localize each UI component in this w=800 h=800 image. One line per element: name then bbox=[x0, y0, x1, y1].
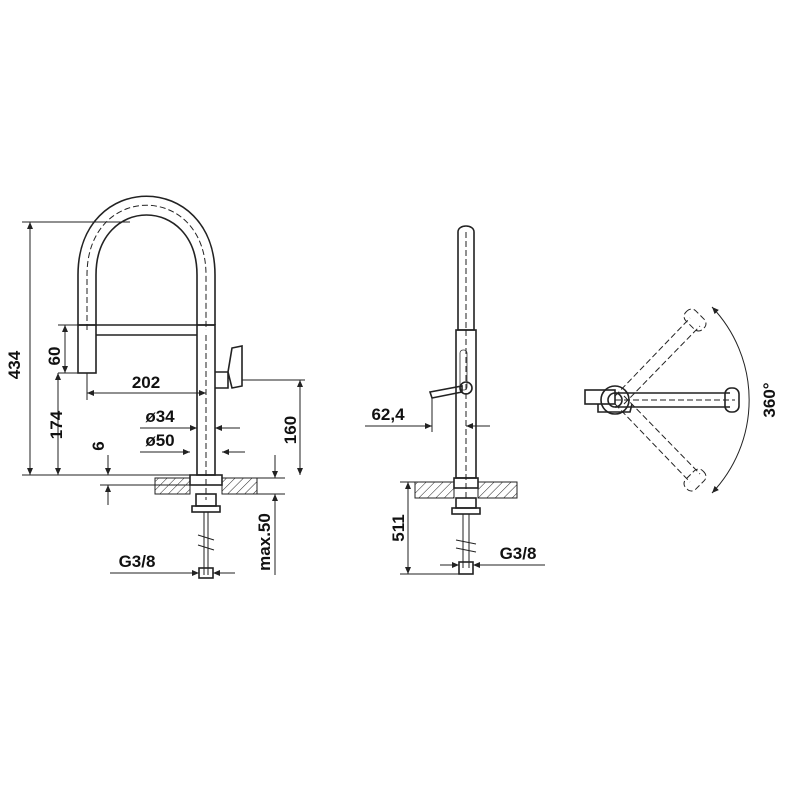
top-spout-rot-up-b bbox=[623, 325, 701, 405]
side-handle-slot bbox=[459, 349, 468, 391]
dim-202-label: 202 bbox=[132, 373, 160, 392]
side-view: 62,4 511 G3/8 bbox=[365, 225, 545, 575]
front-fixing-plate bbox=[191, 505, 221, 513]
side-thread-nut bbox=[458, 561, 474, 575]
front-lever bbox=[215, 345, 243, 389]
dim-60-label: 60 bbox=[45, 347, 64, 366]
top-lever-base bbox=[597, 403, 633, 413]
front-spray-head bbox=[77, 324, 97, 374]
dim-160-label: 160 bbox=[281, 416, 300, 444]
dim-6-label: 6 bbox=[89, 441, 108, 450]
dim-360-arc bbox=[711, 306, 750, 494]
front-thread-nut bbox=[198, 567, 214, 579]
dim-624-label: 62,4 bbox=[371, 405, 405, 424]
side-hose-break bbox=[455, 539, 477, 553]
dim-side-g38-label: G3/8 bbox=[500, 544, 537, 563]
side-lever-knob bbox=[459, 381, 473, 395]
top-spout-rot-up-a bbox=[614, 317, 691, 397]
front-spout-outer bbox=[77, 195, 216, 325]
top-spout-rot-down-a bbox=[623, 395, 701, 475]
side-fixing-plate bbox=[451, 507, 481, 515]
side-fixing-nut bbox=[455, 497, 477, 509]
side-lever bbox=[428, 385, 463, 399]
top-lever bbox=[584, 389, 616, 405]
top-spout-rot-down-b bbox=[614, 403, 691, 483]
dim-dia34-label: ø34 bbox=[145, 407, 175, 426]
side-worktop-right bbox=[477, 481, 518, 499]
top-spray-head-rot-up bbox=[683, 308, 707, 332]
top-spray-head bbox=[724, 387, 740, 413]
dim-max50-label: max.50 bbox=[255, 513, 274, 571]
dim-g38-label: G3/8 bbox=[119, 552, 156, 571]
dim-511-label: 511 bbox=[389, 514, 408, 541]
front-hose-break bbox=[197, 534, 215, 551]
side-spout bbox=[457, 225, 475, 331]
dim-dia50-label: ø50 bbox=[145, 431, 174, 450]
side-worktop-left bbox=[414, 481, 455, 499]
front-spout-inner bbox=[95, 214, 198, 325]
top-view: 360° bbox=[584, 306, 779, 494]
front-spout-centerline bbox=[86, 204, 207, 330]
front-view: 434 60 202 174 ø34 ø50 6 160 bbox=[5, 195, 305, 579]
dim-360-label: 360° bbox=[760, 382, 779, 417]
top-spray-head-rot-down bbox=[683, 468, 707, 492]
front-worktop-right bbox=[221, 477, 258, 495]
front-worktop-left bbox=[154, 477, 191, 495]
dim-434-label: 434 bbox=[5, 350, 24, 379]
dim-174-label: 174 bbox=[47, 410, 66, 439]
